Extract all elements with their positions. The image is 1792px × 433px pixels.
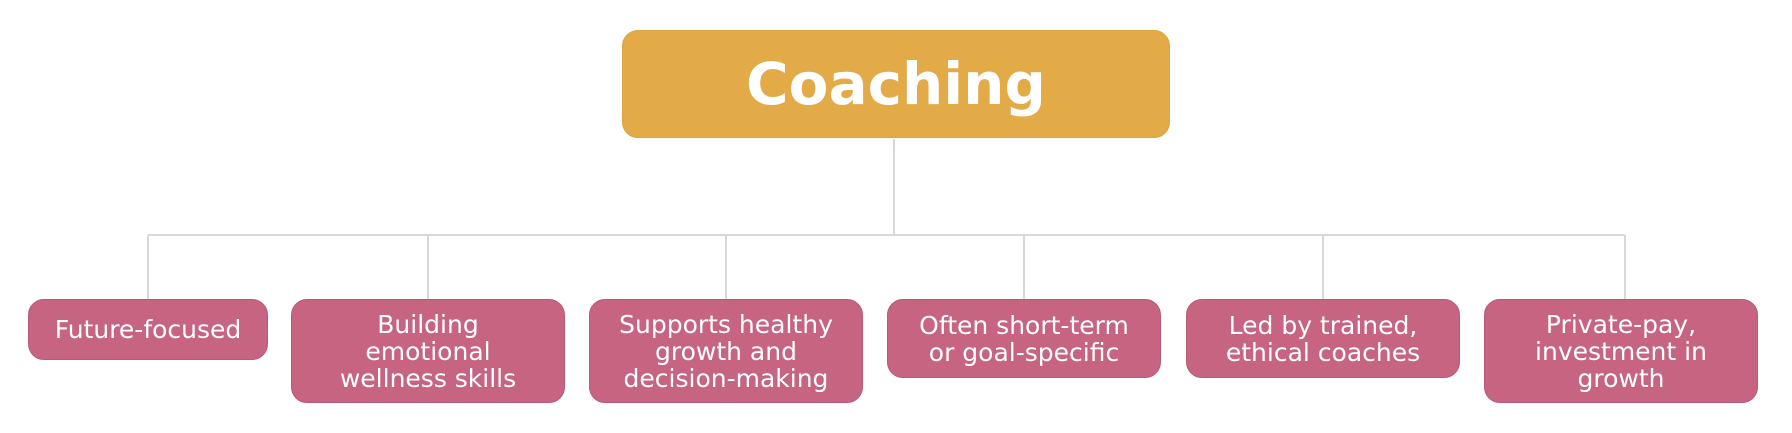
child-node-label: Future-focused	[54, 315, 242, 344]
connector-group	[147, 139, 1626, 299]
child-node-private-pay: Private-pay, investment in growth	[1484, 299, 1758, 403]
child-node-label: Building emotional wellness skills	[339, 309, 517, 393]
child-node-label: Supports healthy growth and decision-mak…	[619, 309, 833, 393]
child-node-label: Led by trained, ethical coaches	[1225, 310, 1421, 367]
child-node-trained-ethical-coaches: Led by trained, ethical coaches	[1186, 299, 1460, 378]
child-node-healthy-growth: Supports healthy growth and decision-mak…	[589, 299, 863, 403]
child-node-future-focused: Future-focused	[28, 299, 268, 360]
root-node-label: Coaching	[746, 50, 1046, 118]
root-node-coaching: Coaching	[622, 30, 1170, 138]
child-node-label: Private-pay, investment in growth	[1535, 309, 1707, 393]
child-node-emotional-wellness-skills: Building emotional wellness skills	[291, 299, 565, 403]
child-node-short-term-goal-specific: Often short-term or goal-specific	[887, 299, 1161, 378]
child-node-label: Often short-term or goal-specific	[919, 310, 1129, 367]
